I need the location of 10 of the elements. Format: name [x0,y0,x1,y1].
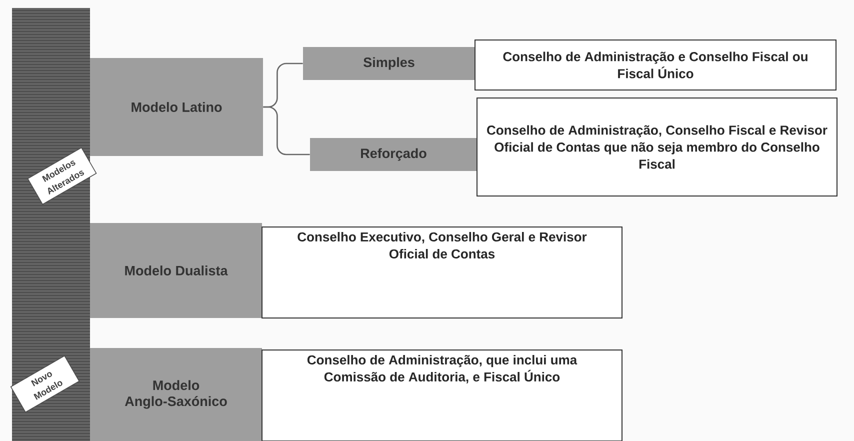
bracket-connector [263,106,310,156]
model-box: Simples [303,47,475,80]
description-box: Conselho Executivo, Conselho Geral e Revisor Oficial de Contas [262,226,622,318]
model-box: Modelo Anglo-Saxónico [90,348,262,441]
description-box: Conselho de Administração e Conselho Fiscal ou Fiscal Único [474,40,836,90]
model-box: Reforçado [310,138,477,171]
model-box: Modelo Latino [90,58,263,156]
description-box: Conselho de Administração, Conselho Fiscal e Revisor Oficial de Contas que não seja membro do Conselho Fiscal [476,98,838,196]
description-box: Conselho de Administração, que inclui uma Comissão de Auditoria, e Fiscal Único [262,349,622,441]
model-box: Modelo Dualista [90,222,262,318]
